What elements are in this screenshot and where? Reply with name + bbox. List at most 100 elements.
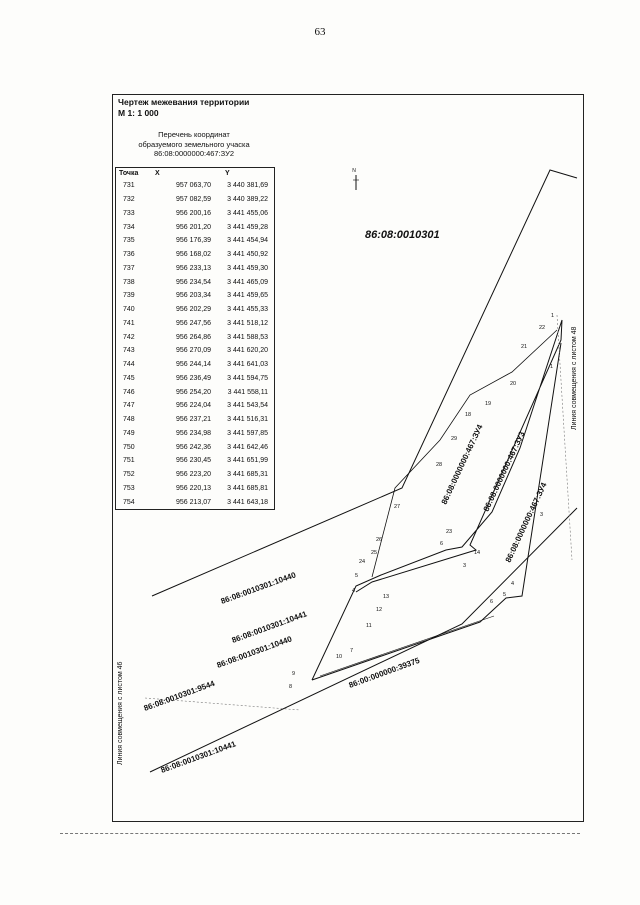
sheet-join-line xyxy=(144,697,301,711)
point-label: 27 xyxy=(394,504,400,510)
table-row: 745 956 236,49 3 441 594,75 xyxy=(116,372,275,386)
point-cell: 733 xyxy=(123,209,135,217)
header-point: Точка xyxy=(119,170,139,177)
table-row: 750 956 242,36 3 441 642,46 xyxy=(116,440,275,454)
point-cell: 734 xyxy=(123,223,135,231)
point-cell: 750 xyxy=(123,443,135,451)
cadastral-label: 86:08:0000000:467:ЗУ3 xyxy=(482,430,527,513)
header-x: X xyxy=(155,170,160,177)
caption-line: образуемого земельного учаска xyxy=(138,139,250,149)
cadastral-label: 86:08:0010301:10440 xyxy=(220,570,298,606)
point-cell: 747 xyxy=(123,402,135,410)
x-cell: 956 244,14 xyxy=(175,361,211,369)
y-cell: 3 441 643,18 xyxy=(227,498,268,506)
point-label: 24 xyxy=(359,559,365,565)
y-cell: 3 441 641,03 xyxy=(227,361,268,369)
y-cell: 3 441 651,99 xyxy=(227,457,268,465)
x-cell: 956 254,20 xyxy=(175,388,211,396)
point-cell: 743 xyxy=(123,347,135,355)
scale-text: М 1: 1 000 xyxy=(118,108,159,118)
y-cell: 3 441 518,12 xyxy=(227,319,268,327)
point-cell: 742 xyxy=(123,333,135,341)
caption-line: 86:08:0000000:467:ЗУ2 xyxy=(153,149,235,158)
y-cell: 3 441 455,06 xyxy=(227,209,268,217)
point-label: 25 xyxy=(371,550,377,556)
drawing-frame xyxy=(112,94,584,822)
x-cell: 957 082,59 xyxy=(175,196,211,204)
parcel-zu2-outline xyxy=(311,319,563,681)
point-cell: 748 xyxy=(123,416,135,424)
x-cell: 956 200,16 xyxy=(175,209,211,217)
point-label: 14 xyxy=(474,550,480,556)
table-row: 733 956 200,16 3 441 455,06 xyxy=(116,207,275,221)
point-label: 18 xyxy=(465,412,471,418)
y-cell: 3 441 588,53 xyxy=(227,333,268,341)
cadastral-label: 86:08:0010301:10441 xyxy=(231,609,309,645)
point-cell: 731 xyxy=(123,182,135,190)
sheet-join-label-left: Линия совмещения с листом 46 xyxy=(117,661,124,765)
point-label: 1 xyxy=(550,364,553,370)
table-row: 751 956 230,45 3 441 651,99 xyxy=(116,454,275,468)
table-row: 738 956 234,54 3 441 465,09 xyxy=(116,275,275,289)
point-cell: 737 xyxy=(123,264,135,272)
y-cell: 3 441 642,46 xyxy=(227,443,268,451)
cadastral-label: 86:08:0010301:9544 xyxy=(143,679,217,713)
table-header-row: Точка X Y xyxy=(116,168,275,180)
sheet-join-label-right: Линия совмещения с листом 48 xyxy=(571,326,578,430)
y-cell: 3 441 543,54 xyxy=(227,402,268,410)
x-cell: 956 223,20 xyxy=(175,471,211,479)
point-cell: 741 xyxy=(123,319,135,327)
point-label: 6 xyxy=(490,599,493,605)
point-cell: 745 xyxy=(123,374,135,382)
point-cell: 751 xyxy=(123,457,135,465)
x-cell: 956 234,54 xyxy=(175,278,211,286)
y-cell: 3 441 454,94 xyxy=(227,237,268,245)
y-cell: 3 441 465,09 xyxy=(227,278,268,286)
point-label: 3 xyxy=(463,563,466,569)
point-cell: 738 xyxy=(123,278,135,286)
parcel-strip-inner xyxy=(319,615,495,677)
x-cell: 956 224,04 xyxy=(175,402,211,410)
x-cell: 956 230,45 xyxy=(175,457,211,465)
x-cell: 956 213,07 xyxy=(175,498,211,506)
point-label: 23 xyxy=(446,529,452,535)
point-cell: 753 xyxy=(123,484,135,492)
x-cell: 956 242,36 xyxy=(175,443,211,451)
y-cell: 3 441 685,81 xyxy=(227,484,268,492)
block-boundary-lower xyxy=(149,507,578,773)
parcel-strip xyxy=(311,342,562,681)
y-cell: 3 441 594,75 xyxy=(227,374,268,382)
point-labels: 1222120191829282726252423614354131211107… xyxy=(289,313,554,690)
x-cell: 956 247,56 xyxy=(175,319,211,327)
y-cell: 3 441 685,31 xyxy=(227,471,268,479)
point-label: 5 xyxy=(503,592,506,598)
point-label: 12 xyxy=(376,607,382,613)
point-cell: 739 xyxy=(123,292,135,300)
x-cell: 956 201,20 xyxy=(175,223,211,231)
point-cell: 740 xyxy=(123,306,135,314)
block-boundary xyxy=(151,169,578,597)
point-cell: 735 xyxy=(123,237,135,245)
x-cell: 956 236,49 xyxy=(175,374,211,382)
point-label: 19 xyxy=(485,401,491,407)
y-cell: 3 441 450,92 xyxy=(227,251,268,259)
caption-line: Перечень координат xyxy=(158,130,230,139)
point-label: 5 xyxy=(355,573,358,579)
block-label: 86:08:0010301 xyxy=(365,229,440,241)
y-cell: 3 441 620,20 xyxy=(227,347,268,355)
drawing-title: Чертеж межевания территории М 1: 1 000 xyxy=(118,97,249,119)
x-cell: 956 168,02 xyxy=(175,251,211,259)
page-number: 63 xyxy=(314,26,326,38)
cadastral-label: 86:08:0000000:467:ЗУ4 xyxy=(440,423,485,506)
